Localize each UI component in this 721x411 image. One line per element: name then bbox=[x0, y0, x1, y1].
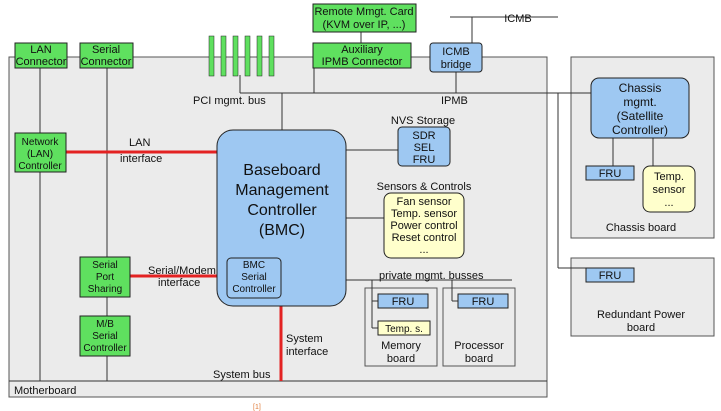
chassis-fru bbox=[585, 165, 635, 181]
mb-serial-label-2: Serial bbox=[92, 331, 118, 342]
redundant-power-label-1: Redundant Power bbox=[597, 309, 685, 321]
lan-connector bbox=[14, 42, 68, 69]
memory-fru bbox=[377, 293, 429, 309]
memory-temp-sensor bbox=[377, 320, 431, 336]
processor-board-label-2: board bbox=[465, 353, 493, 365]
sensor-item-power: Power control bbox=[390, 220, 457, 232]
serial-sharing-label-2: Port bbox=[96, 272, 115, 283]
footnote-marker: [1] bbox=[253, 404, 261, 411]
serial-connector-label-2: Connector bbox=[81, 56, 132, 68]
chassis-mgmt-label-4: Controller) bbox=[612, 123, 668, 137]
remote-card-label-2: (KVM over IP, ...) bbox=[323, 19, 406, 31]
redundant-power-fru-label: FRU bbox=[599, 270, 622, 282]
sensor-item-fan: Fan sensor bbox=[396, 196, 451, 208]
motherboard-label: Motherboard bbox=[14, 385, 76, 397]
pci-bus-label: PCI mgmt. bus bbox=[193, 95, 266, 107]
bmc-serial-label-1: BMC bbox=[243, 260, 265, 271]
aux-ipmb-label-2: IPMB Connector bbox=[322, 56, 403, 68]
chassis-mgmt-label-1: Chassis bbox=[619, 81, 662, 95]
chassis-temp-label-2: sensor bbox=[652, 184, 685, 196]
system-bus-label: System bus bbox=[213, 369, 271, 381]
icmb-bridge bbox=[429, 42, 483, 73]
processor-fru bbox=[457, 293, 509, 309]
bmc-serial-label-2: Serial bbox=[241, 272, 267, 283]
system-interface-label-2: interface bbox=[286, 346, 328, 358]
auxiliary-ipmb-connector bbox=[312, 42, 412, 69]
memory-fru-label: FRU bbox=[392, 296, 415, 308]
nvs-storage-label: NVS Storage bbox=[391, 115, 455, 127]
serial-modem-label-1: Serial/Modem bbox=[148, 265, 216, 277]
serial-connector-label-1: Serial bbox=[92, 44, 120, 56]
memory-temp-label: Temp. s. bbox=[385, 324, 423, 335]
icmb-bridge-label-2: bridge bbox=[441, 59, 472, 71]
mb-serial-label-1: M/B bbox=[96, 319, 114, 330]
sensor-item-reset: Reset control bbox=[392, 232, 457, 244]
bmc-label-4: (BMC) bbox=[259, 222, 305, 239]
chassis-temp-label-3: ... bbox=[664, 197, 673, 209]
chassis-board-label: Chassis board bbox=[606, 222, 676, 234]
chassis-mgmt-label-3: (Satellite bbox=[617, 109, 664, 123]
pci-bus-slots bbox=[208, 35, 275, 77]
bmc-serial-label-3: Controller bbox=[232, 284, 276, 295]
system-interface-label-1: System bbox=[286, 333, 323, 345]
redundant-power-fru bbox=[585, 267, 635, 283]
bmc-label-3: Controller bbox=[247, 202, 317, 219]
lan-connector-label-1: LAN bbox=[30, 44, 51, 56]
serial-modem-label-2: interface bbox=[158, 277, 200, 289]
nvs-item-fru: FRU bbox=[413, 154, 436, 166]
management-bus-lines bbox=[9, 16, 654, 382]
bmc-label-1: Baseboard bbox=[243, 162, 320, 179]
nvs-item-sel: SEL bbox=[414, 142, 435, 154]
sensor-item-more: ... bbox=[419, 244, 428, 256]
processor-fru-label: FRU bbox=[472, 296, 495, 308]
chassis-mgmt-label-2: mgmt. bbox=[623, 95, 656, 109]
sensors-title: Sensors & Controls bbox=[377, 181, 472, 193]
nvs-item-sdr: SDR bbox=[412, 130, 435, 142]
mb-serial-controller bbox=[79, 315, 131, 357]
bmc-label-2: Management bbox=[235, 182, 329, 199]
sensors-controls-box bbox=[383, 192, 465, 259]
icmb-bridge-label-1: ICMB bbox=[442, 46, 470, 58]
network-ctrl-label-3: Controller bbox=[18, 161, 62, 172]
remote-management-card bbox=[312, 3, 417, 33]
network-ctrl-label-1: Network bbox=[22, 137, 60, 148]
red-interface-lines bbox=[66, 150, 283, 381]
icmb-label: ICMB bbox=[504, 13, 532, 25]
serial-connector bbox=[79, 42, 134, 69]
sensor-item-temp: Temp. sensor bbox=[391, 208, 457, 220]
remote-card-label-1: Remote Mmgt. Card bbox=[314, 6, 413, 18]
serial-port-sharing bbox=[79, 256, 131, 298]
mb-serial-label-3: Controller bbox=[83, 343, 127, 354]
chassis-mgmt-controller bbox=[590, 77, 690, 139]
private-busses-label: private mgmt. busses bbox=[379, 270, 484, 282]
network-ctrl-label-2: (LAN) bbox=[27, 149, 53, 160]
processor-board-label-1: Processor bbox=[454, 340, 504, 352]
bmc-serial-controller bbox=[226, 257, 282, 299]
redundant-power-label-2: board bbox=[627, 322, 655, 334]
chassis-temp-sensor bbox=[642, 165, 696, 213]
lan-interface-label-1: LAN bbox=[129, 137, 150, 149]
network-controller bbox=[14, 132, 67, 173]
serial-sharing-label-1: Serial bbox=[92, 260, 118, 271]
chassis-fru-label: FRU bbox=[599, 168, 622, 180]
aux-ipmb-label-1: Auxiliary bbox=[341, 44, 383, 56]
memory-board-label-2: board bbox=[387, 353, 415, 365]
serial-sharing-label-3: Sharing bbox=[88, 284, 122, 295]
lan-interface-label-2: interface bbox=[120, 153, 162, 165]
nvs-storage-box bbox=[397, 126, 451, 167]
ipmb-label: IPMB bbox=[441, 95, 468, 107]
memory-board-label-1: Memory bbox=[381, 340, 421, 352]
lan-connector-label-2: Connector bbox=[16, 56, 67, 68]
chassis-temp-label-1: Temp. bbox=[654, 171, 684, 183]
